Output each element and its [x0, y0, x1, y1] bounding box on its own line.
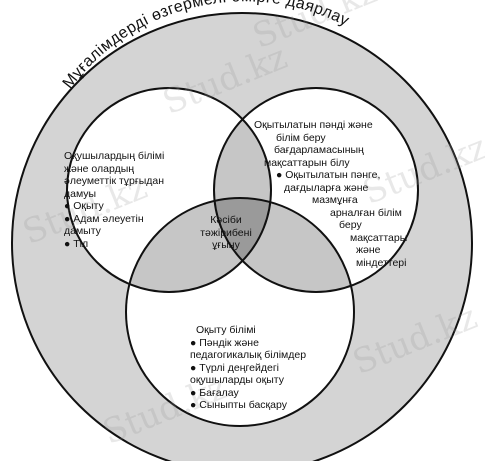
text-line: тәжірибені: [200, 226, 252, 239]
text-line: ● Түрлі деңгейдегі: [190, 361, 279, 374]
text-line: Оқыту білімі: [196, 324, 256, 336]
text-line: арналған білім: [330, 206, 402, 219]
text-line: әлеуметтік тұрғыдан: [64, 175, 165, 187]
text-line: ұғыну: [212, 239, 240, 251]
text-line: білім беру: [276, 131, 326, 144]
bottom-circle-outline: [125, 197, 355, 427]
left-bottom-overlap: [126, 198, 271, 292]
text-line: ● Тіл: [64, 237, 89, 250]
text-line: мақсаттары: [350, 231, 408, 244]
text-line: дамуы: [64, 187, 97, 200]
left-circle-outline: [66, 87, 272, 293]
text-line: Оқытылатын пәнді және: [254, 119, 373, 131]
text-line: Кәсіби: [210, 214, 242, 226]
text-line: ● Пәндік және: [190, 336, 259, 349]
text-line: дағдыларға және: [284, 181, 369, 194]
text-line: оқушыларды оқыту: [190, 374, 284, 386]
text-line: ● Бағалау: [190, 386, 239, 399]
text-line: және: [356, 244, 381, 256]
text-line: ● Оқыту: [64, 200, 104, 212]
text-line: мазмұнға: [312, 194, 358, 206]
text-line: міндеттері: [356, 256, 407, 269]
text-line: ● Адам әлеуетін: [64, 212, 144, 225]
text-line: ● Оқытылатын пәнге,: [276, 169, 381, 181]
text-line: беру: [339, 219, 362, 231]
text-line: педагогикалық білімдер: [190, 349, 307, 361]
right-bottom-overlap: [214, 198, 354, 292]
text-line: Оқушылардың білімі: [64, 150, 165, 162]
text-line: дамыту: [64, 225, 101, 237]
text-line: мақсаттарын білу: [264, 156, 350, 169]
text-line: бағдарламасының: [274, 144, 364, 156]
text-line: ● Сыныпты басқару: [190, 399, 287, 411]
right-circle-outline: [213, 87, 419, 293]
text-line: және олардың: [64, 162, 135, 175]
